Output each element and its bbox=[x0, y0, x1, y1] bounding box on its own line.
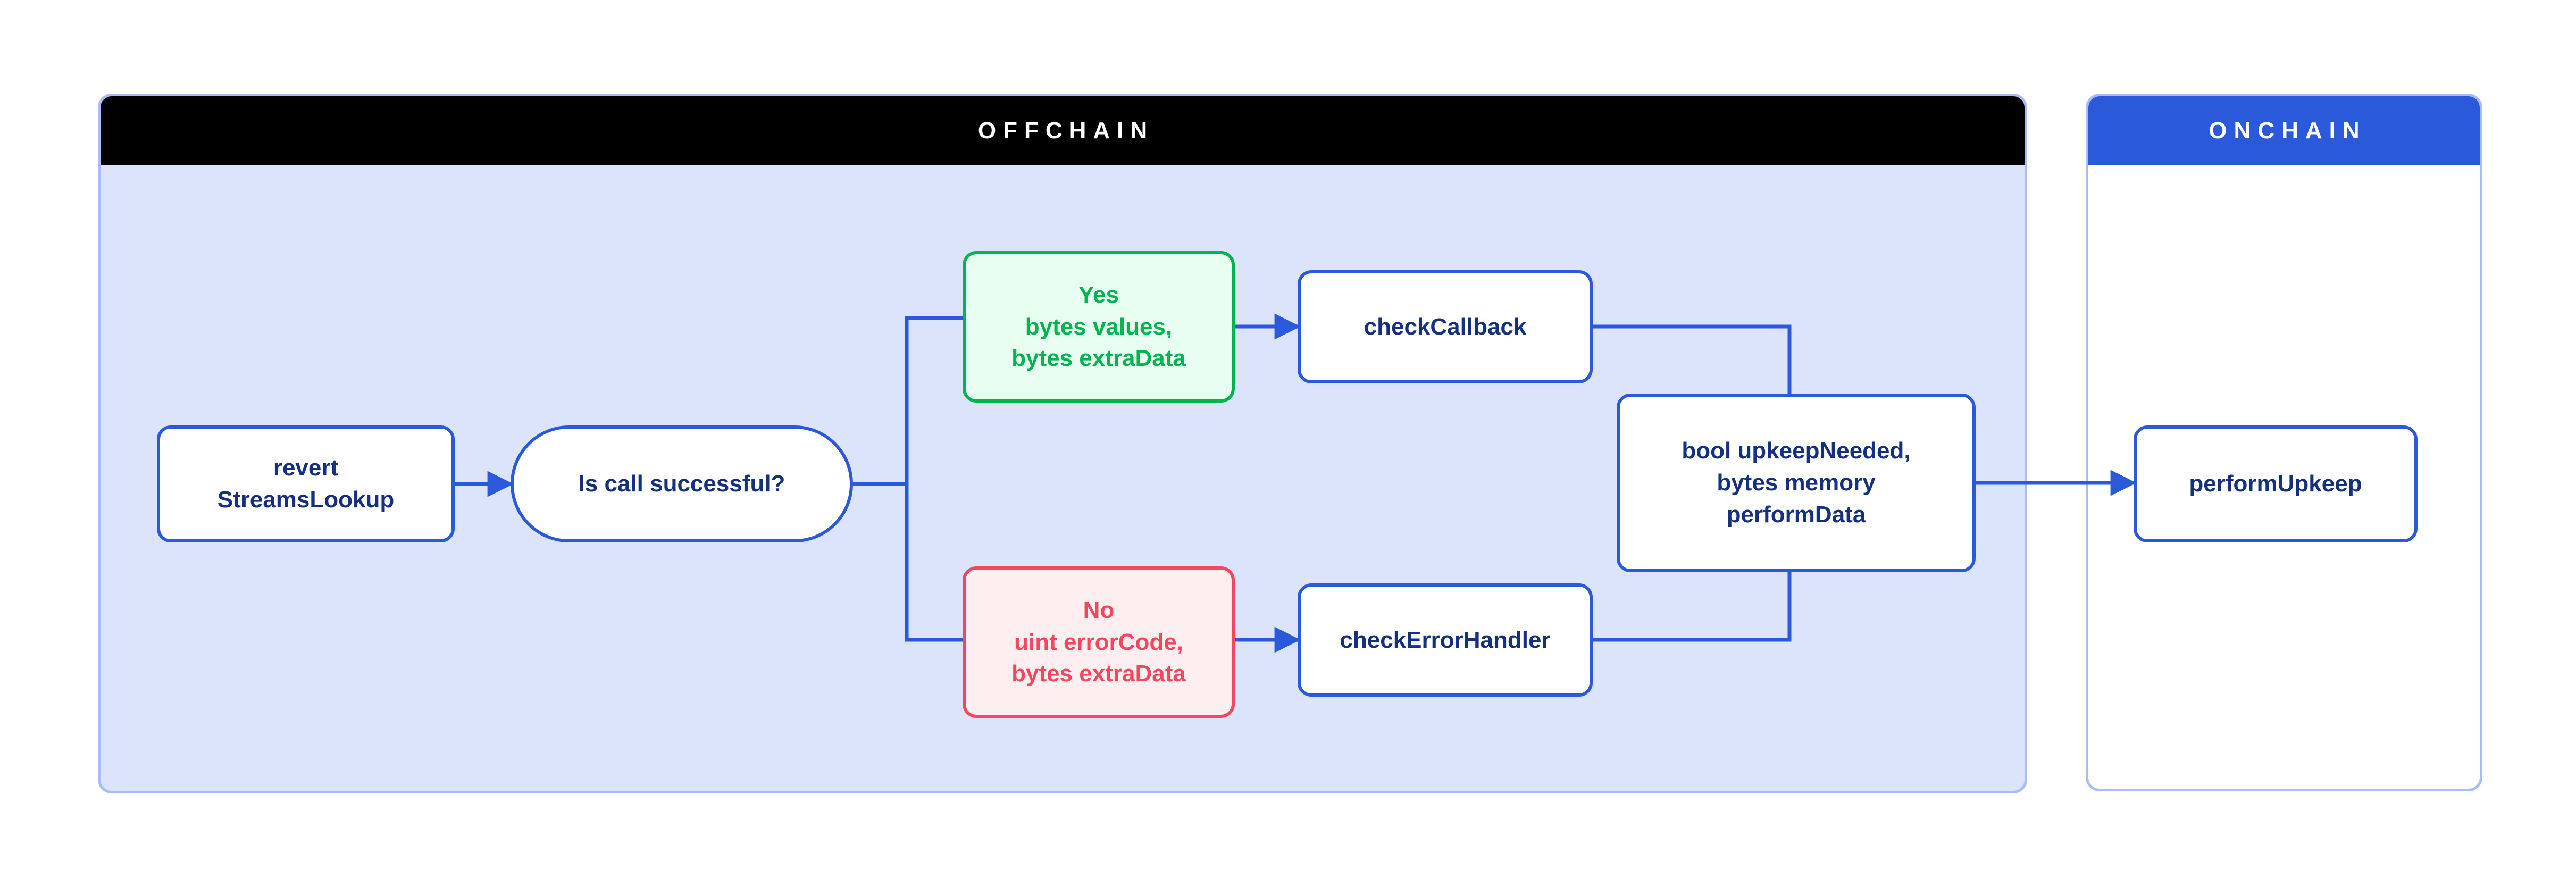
node-check-callback-label: checkCallback bbox=[1364, 313, 1527, 340]
node-check-callback[interactable]: checkCallback bbox=[1298, 270, 1593, 383]
node-upkeep-result[interactable]: bool upkeepNeeded, bytes memory performD… bbox=[1617, 394, 1976, 572]
panel-offchain-title: OFFCHAIN bbox=[101, 96, 2025, 165]
node-is-call-successful-label: Is call successful? bbox=[578, 471, 785, 497]
node-yes-branch-label: Yes bytes values, bytes extraData bbox=[1011, 281, 1186, 372]
node-check-error-handler-label: checkErrorHandler bbox=[1340, 626, 1551, 653]
node-revert-streamslookup[interactable]: revert StreamsLookup bbox=[157, 425, 455, 542]
node-is-call-successful[interactable]: Is call successful? bbox=[511, 425, 853, 542]
node-upkeep-result-label: bool upkeepNeeded, bytes memory performD… bbox=[1682, 438, 1911, 528]
node-yes-branch[interactable]: Yes bytes values, bytes extraData bbox=[963, 251, 1235, 403]
panel-onchain-title: ONCHAIN bbox=[2088, 96, 2480, 165]
node-perform-upkeep-label: performUpkeep bbox=[2189, 471, 2362, 497]
node-revert-streamslookup-label: revert StreamsLookup bbox=[217, 455, 395, 513]
node-perform-upkeep[interactable]: performUpkeep bbox=[2134, 425, 2418, 542]
node-no-branch[interactable]: No uint errorCode, bytes extraData bbox=[963, 566, 1235, 718]
node-no-branch-label: No uint errorCode, bytes extraData bbox=[1011, 597, 1186, 687]
node-check-error-handler[interactable]: checkErrorHandler bbox=[1298, 583, 1593, 697]
